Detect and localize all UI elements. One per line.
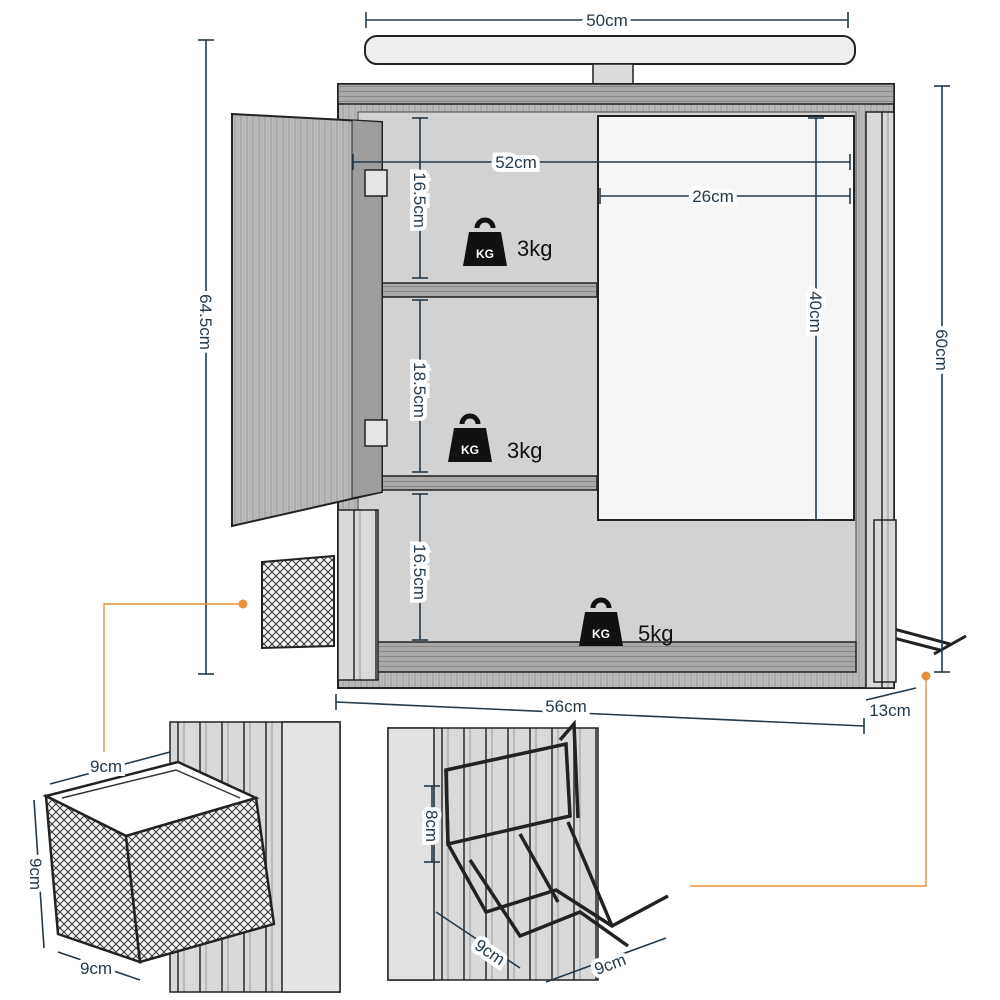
dim-shelf-gap-bottom: 16.5cm	[410, 544, 429, 600]
lamp-stem	[592, 63, 634, 85]
dim-shelf-gap-middle: 18.5cm	[410, 362, 429, 418]
cabinet-bottom-board	[349, 641, 857, 673]
dim-cabinet-depth: 13cm	[869, 701, 911, 720]
weight-badge-label: KG	[592, 627, 610, 641]
dim-shelf-gap-top: 16.5cm	[410, 172, 429, 228]
main-cabinet	[231, 35, 967, 689]
dim-basket-width: 9cm	[90, 757, 122, 776]
vanity-lamp	[364, 35, 856, 65]
load-middle-shelf: 3kg	[507, 438, 542, 463]
dim-basket-height: 9cm	[26, 858, 45, 890]
door-hinge-bottom	[364, 419, 388, 447]
basket-dimension-lines	[33, 751, 171, 981]
left-side-rail	[337, 509, 379, 681]
weight-badge-label: KG	[476, 247, 494, 261]
door-hinge-top	[364, 169, 388, 197]
shelf-middle	[381, 475, 598, 491]
dim-holder-height: 8cm	[422, 810, 441, 842]
holder-dimension-lines	[424, 785, 667, 983]
shelf-top	[381, 282, 598, 298]
mirror-door	[597, 115, 855, 521]
right-side-rail	[873, 519, 897, 683]
dim-shelf-depth: 26cm	[692, 187, 734, 206]
toothbrush-holder-detail	[387, 719, 669, 981]
callout-dot-basket	[238, 599, 248, 609]
dim-lamp-width: 50cm	[586, 11, 628, 30]
weight-badge-label: KG	[461, 443, 479, 457]
callout-dot-holder	[921, 671, 931, 681]
dim-mirror-height: 40cm	[806, 291, 825, 333]
load-top-shelf: 3kg	[517, 236, 552, 261]
dim-cabinet-height: 60cm	[932, 329, 951, 371]
weight-icon: KG	[448, 416, 492, 462]
callout-connectors	[103, 603, 927, 887]
side-basket	[261, 554, 335, 650]
dimension-lines	[198, 12, 950, 734]
weight-icon: KG	[463, 220, 507, 266]
cabinet-top-board	[337, 83, 895, 105]
basket-detail	[42, 721, 341, 993]
dim-total-height: 64.5cm	[196, 294, 215, 350]
weight-icon: KG	[579, 600, 623, 646]
dim-inner-width: 52cm	[495, 153, 537, 172]
dim-cabinet-width: 56cm	[545, 697, 587, 716]
dim-basket-depth: 9cm	[80, 959, 112, 978]
load-bottom-shelf: 5kg	[638, 621, 673, 646]
